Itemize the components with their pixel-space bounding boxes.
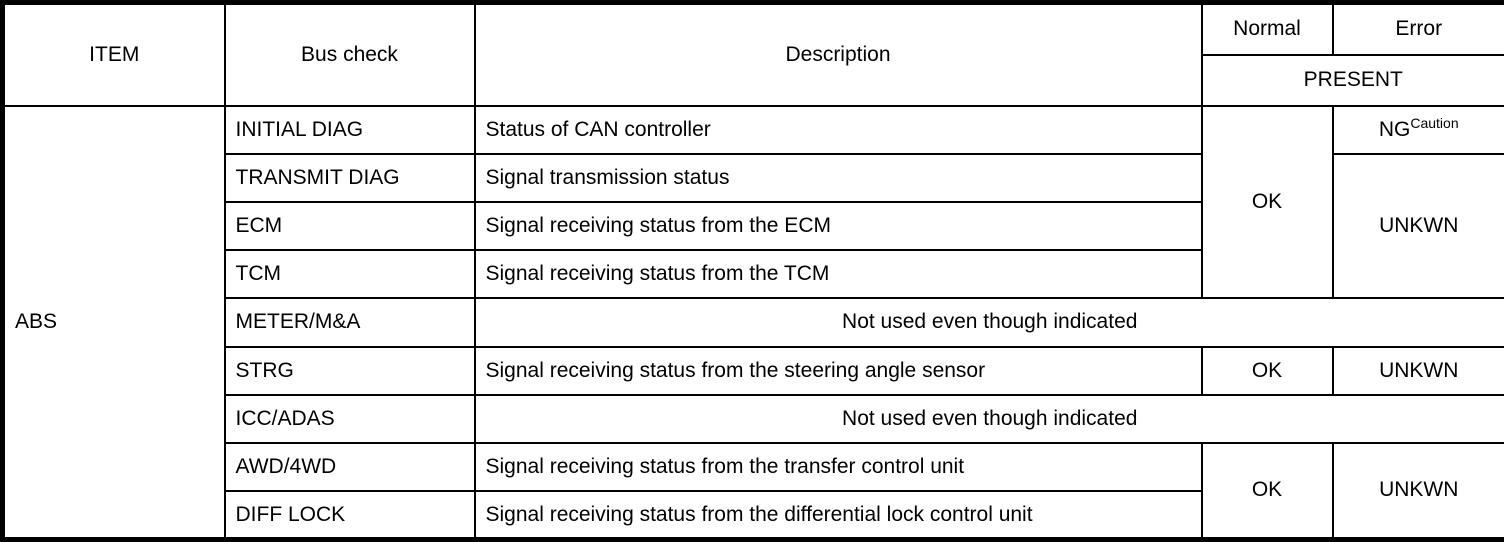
- normal-status-cell: OK: [1200, 345, 1334, 396]
- normal-status-cell: OK: [1200, 442, 1334, 541]
- column-header-bus-check: Bus check: [223, 1, 476, 107]
- column-header-item: ITEM: [1, 1, 226, 107]
- error-status-cell: UNKWN: [1331, 442, 1504, 541]
- table-row: METER/M&A Not used even though indicated: [3, 297, 1504, 348]
- bus-check-cell: AWD/4WD: [223, 442, 476, 493]
- error-status-value: NG: [1378, 117, 1411, 141]
- item-cell-abs: ABS: [1, 104, 226, 541]
- error-status-cell: UNKWN: [1331, 152, 1504, 300]
- description-cell: Signal receiving status from the transfe…: [473, 442, 1203, 493]
- table-row: DIFF LOCK Signal receiving status from t…: [3, 490, 1504, 541]
- description-cell: Status of CAN controller: [473, 104, 1203, 155]
- error-status-cell-ng: NGCaution: [1331, 104, 1504, 155]
- bus-check-cell: ICC/ADAS: [223, 393, 476, 445]
- description-cell: Signal receiving status from the ECM: [473, 200, 1203, 252]
- bus-check-cell: METER/M&A: [223, 297, 476, 348]
- table-row: ECM Signal receiving status from the ECM: [3, 200, 1504, 252]
- description-cell: Signal receiving status from the TCM: [473, 249, 1203, 300]
- header-row-primary: ITEM Bus check Description Normal Error: [1, 1, 1504, 107]
- bus-check-cell: ECM: [223, 200, 476, 252]
- bus-check-cell: INITIAL DIAG: [223, 104, 476, 155]
- column-header-present: PRESENT: [1200, 53, 1504, 107]
- table-row: AWD/4WD Signal receiving status from the…: [3, 442, 1504, 541]
- normal-status-cell: OK: [1200, 104, 1334, 300]
- header-row-secondary: PRESENT: [3, 53, 1504, 107]
- table-header: ITEM Bus check Description Normal Error …: [1, 1, 1504, 107]
- column-header-error: Error: [1331, 1, 1504, 56]
- table-row: ABS INITIAL DIAG Status of CAN controlle…: [1, 104, 1504, 541]
- bus-check-cell: STRG: [223, 345, 476, 396]
- bus-check-cell: TRANSMIT DIAG: [223, 152, 476, 203]
- table-row: ICC/ADAS Not used even though indicated: [3, 393, 1504, 445]
- table-body: ABS INITIAL DIAG Status of CAN controlle…: [1, 104, 1504, 541]
- column-header-normal: Normal: [1200, 1, 1334, 56]
- table-row: STRG Signal receiving status from the st…: [3, 345, 1504, 396]
- description-cell: Signal receiving status from the differe…: [473, 490, 1203, 541]
- error-status-superscript: Caution: [1410, 114, 1459, 131]
- table-row: TRANSMIT DIAG Signal transmission status…: [3, 152, 1504, 300]
- bus-check-cell: TCM: [223, 249, 476, 300]
- description-cell-merged: Not used even though indicated: [473, 393, 1504, 445]
- description-cell: Signal receiving status from the steerin…: [473, 345, 1203, 396]
- table-row: TCM Signal receiving status from the TCM: [3, 249, 1504, 300]
- bus-check-cell: DIFF LOCK: [223, 490, 476, 541]
- error-status-cell: UNKWN: [1331, 345, 1504, 396]
- column-header-description: Description: [473, 1, 1203, 107]
- description-cell-merged: Not used even though indicated: [473, 297, 1504, 348]
- description-cell: Signal transmission status: [473, 152, 1203, 203]
